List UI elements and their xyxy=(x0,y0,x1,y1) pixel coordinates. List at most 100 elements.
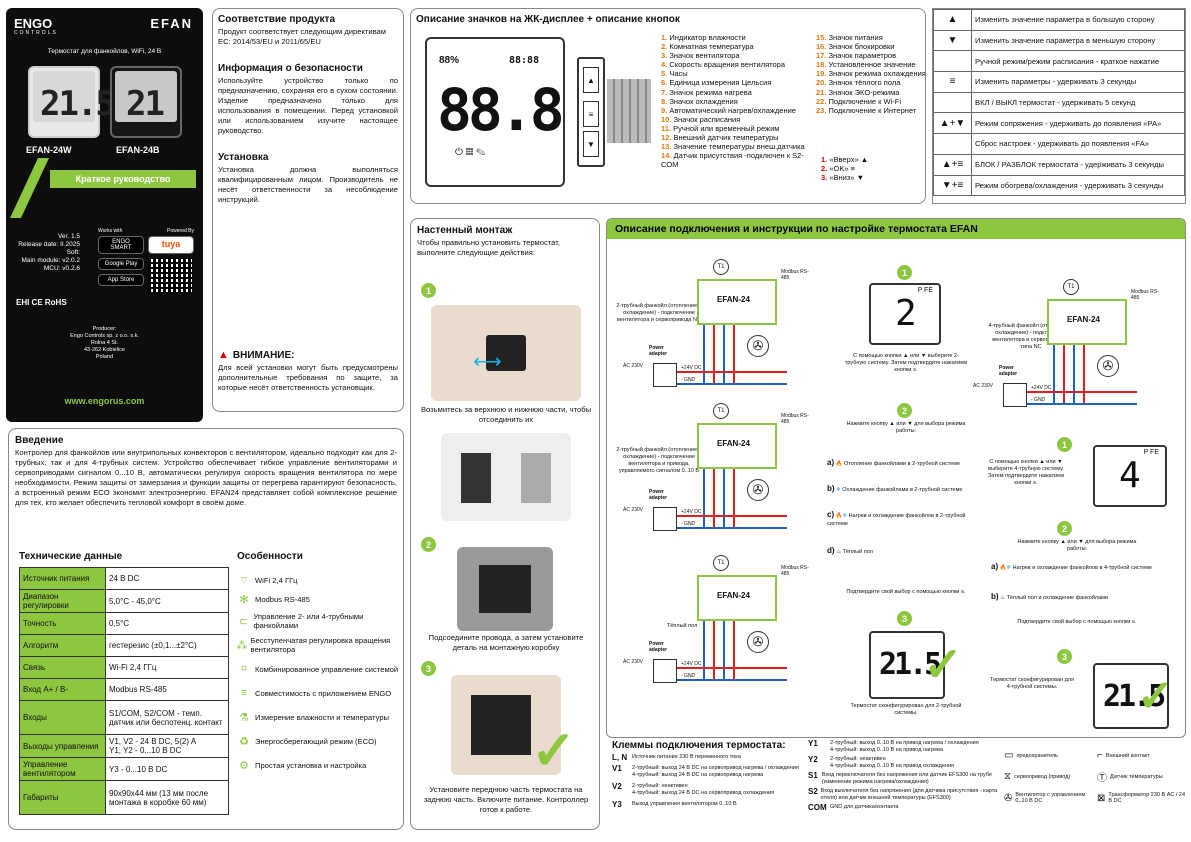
legend-icon: Ⓣ xyxy=(1097,773,1107,784)
legend-label: Внешний контакт xyxy=(1105,752,1150,759)
item-number: 21. xyxy=(816,87,829,97)
features-list: ⌔WiFi 2,4 ГГц✻Modbus RS-485⊂Управление 2… xyxy=(233,571,399,777)
thermostat-sensor-icon: T1 xyxy=(713,259,729,275)
wire xyxy=(723,325,725,385)
wire xyxy=(733,325,735,385)
tech-value: S1/COM, S2/COM - темп. датчик или беспот… xyxy=(105,700,229,735)
engo-app-badge[interactable]: ENGO SMART xyxy=(98,236,144,254)
tech-param: Связь xyxy=(19,656,106,679)
fan-icon: ✇ xyxy=(1097,355,1119,377)
item-label: Значок режима нагрева xyxy=(669,87,752,97)
feature-label: WiFi 2,4 ГГц xyxy=(255,576,298,585)
item-number: 13. xyxy=(661,142,674,152)
item-label: Установленное значение xyxy=(828,60,916,70)
item-label: Подключение к Wi-Fi xyxy=(828,96,902,106)
mount-photo-1: ⟷ xyxy=(431,305,581,401)
feature-item: ⚙Простая установка и настройка xyxy=(233,753,399,777)
tuya-badge[interactable]: tuya xyxy=(148,236,194,254)
producer-info: Producer: Engo Controls sp. z o.o. s.k. … xyxy=(70,326,139,360)
button-table-row: Ручной режим/режим расписания - краткое … xyxy=(933,50,1185,73)
feature-icon: ✻ xyxy=(239,594,249,606)
down-button-icon[interactable]: ▼ xyxy=(583,131,599,157)
button-action: Изменить параметры - удерживать 3 секунд… xyxy=(971,71,1185,93)
mount-panel: Настенный монтаж Чтобы правильно установ… xyxy=(410,218,600,830)
item-label: Значок режима охлаждения xyxy=(828,69,926,79)
item-number: 20. xyxy=(816,78,829,88)
button-combo-icon xyxy=(933,133,972,155)
feature-icon: ⁂ xyxy=(236,639,248,652)
button-action: Изменить значение параметра в меньшую ст… xyxy=(971,29,1185,52)
terminal-desc: Выход управления вентилятором 0..10 В xyxy=(632,800,737,807)
legend-label: сервопривод (привод) xyxy=(1014,773,1071,780)
item-number: 1. xyxy=(661,33,670,42)
up-button-icon[interactable]: ▲ xyxy=(583,67,599,93)
item-label: Скорость вращения вентилятора xyxy=(669,60,786,70)
tech-value: гестерезис (±0,1...±2°C) xyxy=(105,634,229,657)
model-white: EFAN-24W xyxy=(26,145,72,155)
diagram-3-caption: Тёплый пол xyxy=(667,623,698,629)
efan-device-box: EFAN-24 xyxy=(1047,299,1127,345)
icon-list-item: 10. Значок расписания xyxy=(661,115,811,124)
button-legend: 1. «Вверх» ▲ 2. «OK» ≡ 3. «Вниз» ▼ xyxy=(821,155,869,182)
setup-2-confirm: Подтвердите свой выбор с помощью кнопки … xyxy=(846,589,966,595)
mount-photo-4 xyxy=(451,675,561,775)
setup-2-step-1: 1 xyxy=(897,265,912,280)
ac-label: AC 230V xyxy=(623,363,644,369)
item-number: 19. xyxy=(816,69,829,79)
lcd-white: 21.5 xyxy=(40,84,116,124)
feature-icon: ♻ xyxy=(239,735,249,748)
app-store-badge[interactable]: App Store xyxy=(98,274,144,286)
terminal-key: Y1 xyxy=(808,739,818,748)
setup-4-lcd-done: 21.5 xyxy=(1093,663,1169,729)
button-combo-icon: ▲+▼ xyxy=(933,112,972,135)
tech-param: Габариты xyxy=(19,780,106,815)
safety-panel: Соответствие продукта Продукт соответств… xyxy=(212,8,404,412)
tech-param: Выходы управления xyxy=(19,734,106,758)
thermostat-sensor-icon: T1 xyxy=(713,555,729,571)
button-table-row: ▲+▼Режим сопряжения - удерживать до появ… xyxy=(933,112,1185,135)
power-adapter-box xyxy=(653,507,677,531)
wire xyxy=(1053,345,1055,405)
device-label: EFAN-24 xyxy=(717,295,750,304)
feature-item: ⌔WiFi 2,4 ГГц xyxy=(233,571,399,590)
item-number: 7. xyxy=(661,87,670,97)
legend-label: Трансформатор 230 В AC / 24 В DC xyxy=(1108,792,1186,804)
power-adapter-box xyxy=(653,659,677,683)
mount-step-2-text: Подсоедините провода, а затем установите… xyxy=(428,633,584,652)
mount-intro: Чтобы правильно установить термостат, вы… xyxy=(417,238,560,257)
setup-2-lcd-done: 21.5 xyxy=(869,631,945,699)
efan-device-box: EFAN-24 xyxy=(697,423,777,469)
efan-device-box: EFAN-24 xyxy=(697,575,777,621)
feature-item: ⚗Измерение влажности и температуры xyxy=(233,705,399,729)
item-label: Значок блокировки xyxy=(828,42,895,52)
fan-icon: ✇ xyxy=(747,479,769,501)
icon-list-item: 3. Значок вентилятора xyxy=(661,51,811,60)
setup-4-step-1-text: С помощью кнопки ▲ или ▼ выберите 4-труб… xyxy=(987,459,1065,486)
google-play-badge[interactable]: Google Play xyxy=(98,258,144,270)
button-combo-icon: ≡ xyxy=(933,71,972,93)
terminal-key: S1 xyxy=(808,771,818,780)
wire xyxy=(657,527,787,529)
legend-item: ⌐Внешний контакт xyxy=(1097,750,1186,761)
legend-item: ✇Вентилятор с управлением 0..10 В DC xyxy=(1004,792,1093,804)
thermostat-sensor-icon: T1 xyxy=(713,403,729,419)
legend-label: Датчик температуры xyxy=(1110,773,1163,780)
item-number: 6. xyxy=(661,78,670,88)
item-number: 18. xyxy=(816,60,829,70)
ok-button-icon[interactable]: ≡ xyxy=(583,101,599,127)
item-label: Индикатор влажности xyxy=(669,33,746,42)
website-link[interactable]: www.engorus.com xyxy=(64,396,145,406)
ac-label: AC 230V xyxy=(623,659,644,665)
setup-2-lcd-pfe: P FE xyxy=(917,287,933,294)
